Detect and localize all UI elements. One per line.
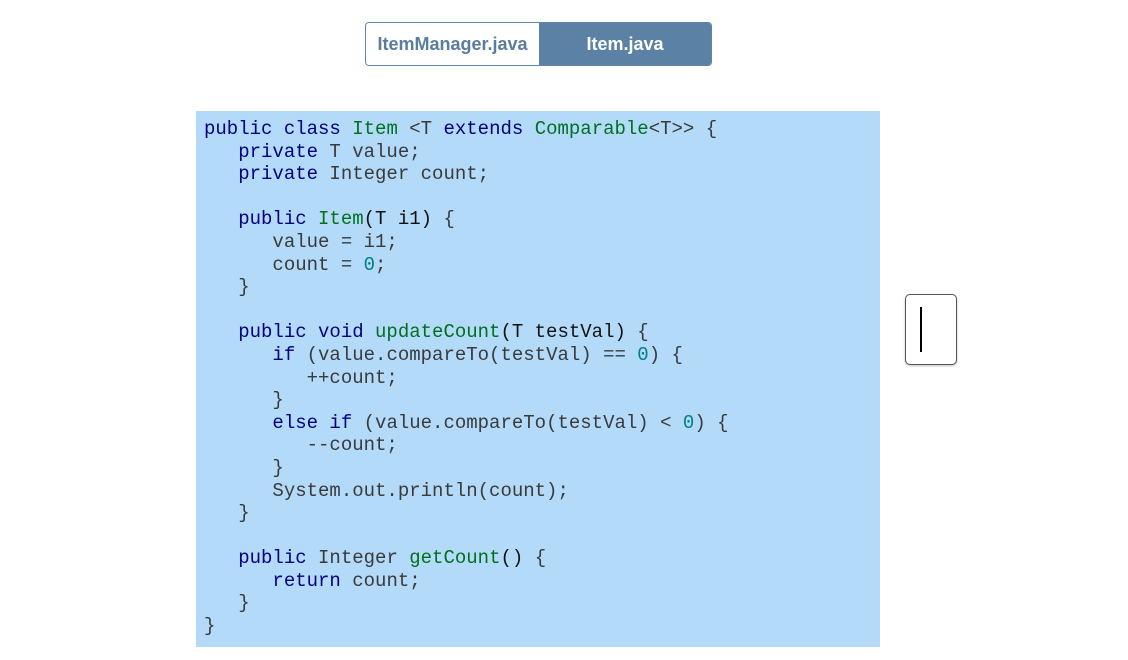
code-token: (value.compareTo(testVal) <: [363, 411, 683, 434]
code-token: }: [204, 389, 284, 412]
code-line: }: [204, 502, 880, 525]
code-token: (T i1): [363, 208, 444, 231]
code-token: return: [204, 569, 353, 592]
code-token: private: [204, 140, 330, 163]
code-token: (T testVal): [500, 321, 638, 344]
code-token: Integer count;: [329, 163, 490, 186]
code-token: (value.compareTo(testVal) ==: [306, 343, 638, 366]
code-token: 0: [637, 343, 649, 366]
code-token: }: [204, 502, 250, 525]
code-token: <T>> {: [648, 118, 718, 140]
code-line: public Item(T i1) {: [204, 208, 880, 231]
code-line: public class Item <T extends Comparable<…: [204, 118, 880, 141]
code-panel: public class Item <T extends Comparable<…: [196, 111, 880, 647]
code-token: {: [443, 208, 455, 231]
code-line: value = i1;: [204, 231, 880, 254]
code-token: else if: [204, 411, 364, 434]
code-line: }: [204, 615, 880, 638]
tab-item-java[interactable]: Item.java: [539, 23, 711, 65]
code-line: }: [204, 457, 880, 480]
code-token: public void: [204, 321, 376, 344]
code-line: System.out.println(count);: [204, 480, 880, 503]
code-token: Item: [318, 208, 364, 231]
code-token: (): [500, 547, 535, 570]
code-token: 0: [682, 411, 695, 434]
code-token: <T: [409, 118, 444, 140]
code-token: T value;: [329, 140, 421, 163]
code-line: [204, 186, 880, 209]
code-line: }: [204, 389, 880, 412]
code-token: updateCount: [375, 321, 501, 344]
code-token: public: [204, 547, 319, 570]
code-token: count =: [204, 253, 364, 276]
code-line: if (value.compareTo(testVal) == 0) {: [204, 344, 880, 367]
code-token: {: [534, 547, 547, 570]
code-token: public class: [204, 118, 353, 140]
code-token: public: [204, 208, 319, 231]
code-token: value = i1;: [204, 230, 398, 253]
code-token: ;: [375, 253, 387, 276]
code-line: public void updateCount(T testVal) {: [204, 321, 880, 344]
code-line: [204, 299, 880, 322]
code-token: }: [204, 456, 284, 479]
code-listing: public class Item <T extends Comparable<…: [204, 118, 880, 638]
code-token: Integer: [318, 547, 410, 570]
file-tab-bar: ItemManager.java Item.java: [365, 22, 712, 66]
code-token: count;: [352, 569, 421, 592]
code-line: private T value;: [204, 141, 880, 164]
code-token: Item: [352, 118, 410, 140]
code-token: private: [204, 163, 330, 186]
code-line: ++count;: [204, 367, 880, 390]
code-line: [204, 525, 880, 548]
code-token: 0: [363, 253, 376, 276]
code-token: ) {: [694, 411, 729, 434]
code-token: System.out.println(count);: [204, 479, 569, 502]
code-line: else if (value.compareTo(testVal) < 0) {: [204, 412, 880, 435]
code-line: public Integer getCount() {: [204, 547, 880, 570]
code-token: {: [637, 321, 649, 344]
code-token: extends: [443, 118, 535, 140]
code-token: if: [204, 343, 307, 366]
code-token: --count;: [204, 434, 398, 457]
code-line: private Integer count;: [204, 163, 880, 186]
answer-input[interactable]: [905, 294, 957, 365]
code-token: ++count;: [204, 366, 398, 389]
code-line: --count;: [204, 434, 880, 457]
code-token: }: [204, 615, 216, 638]
code-line: }: [204, 276, 880, 299]
tab-itemmanager-java[interactable]: ItemManager.java: [366, 23, 539, 65]
code-line: }: [204, 592, 880, 615]
code-token: }: [204, 592, 250, 615]
code-token: ) {: [648, 343, 683, 366]
code-line: count = 0;: [204, 254, 880, 277]
code-token: Comparable: [534, 118, 649, 140]
text-caret: [920, 307, 922, 352]
code-token: }: [204, 276, 250, 299]
code-token: getCount: [409, 547, 501, 570]
code-line: return count;: [204, 570, 880, 593]
